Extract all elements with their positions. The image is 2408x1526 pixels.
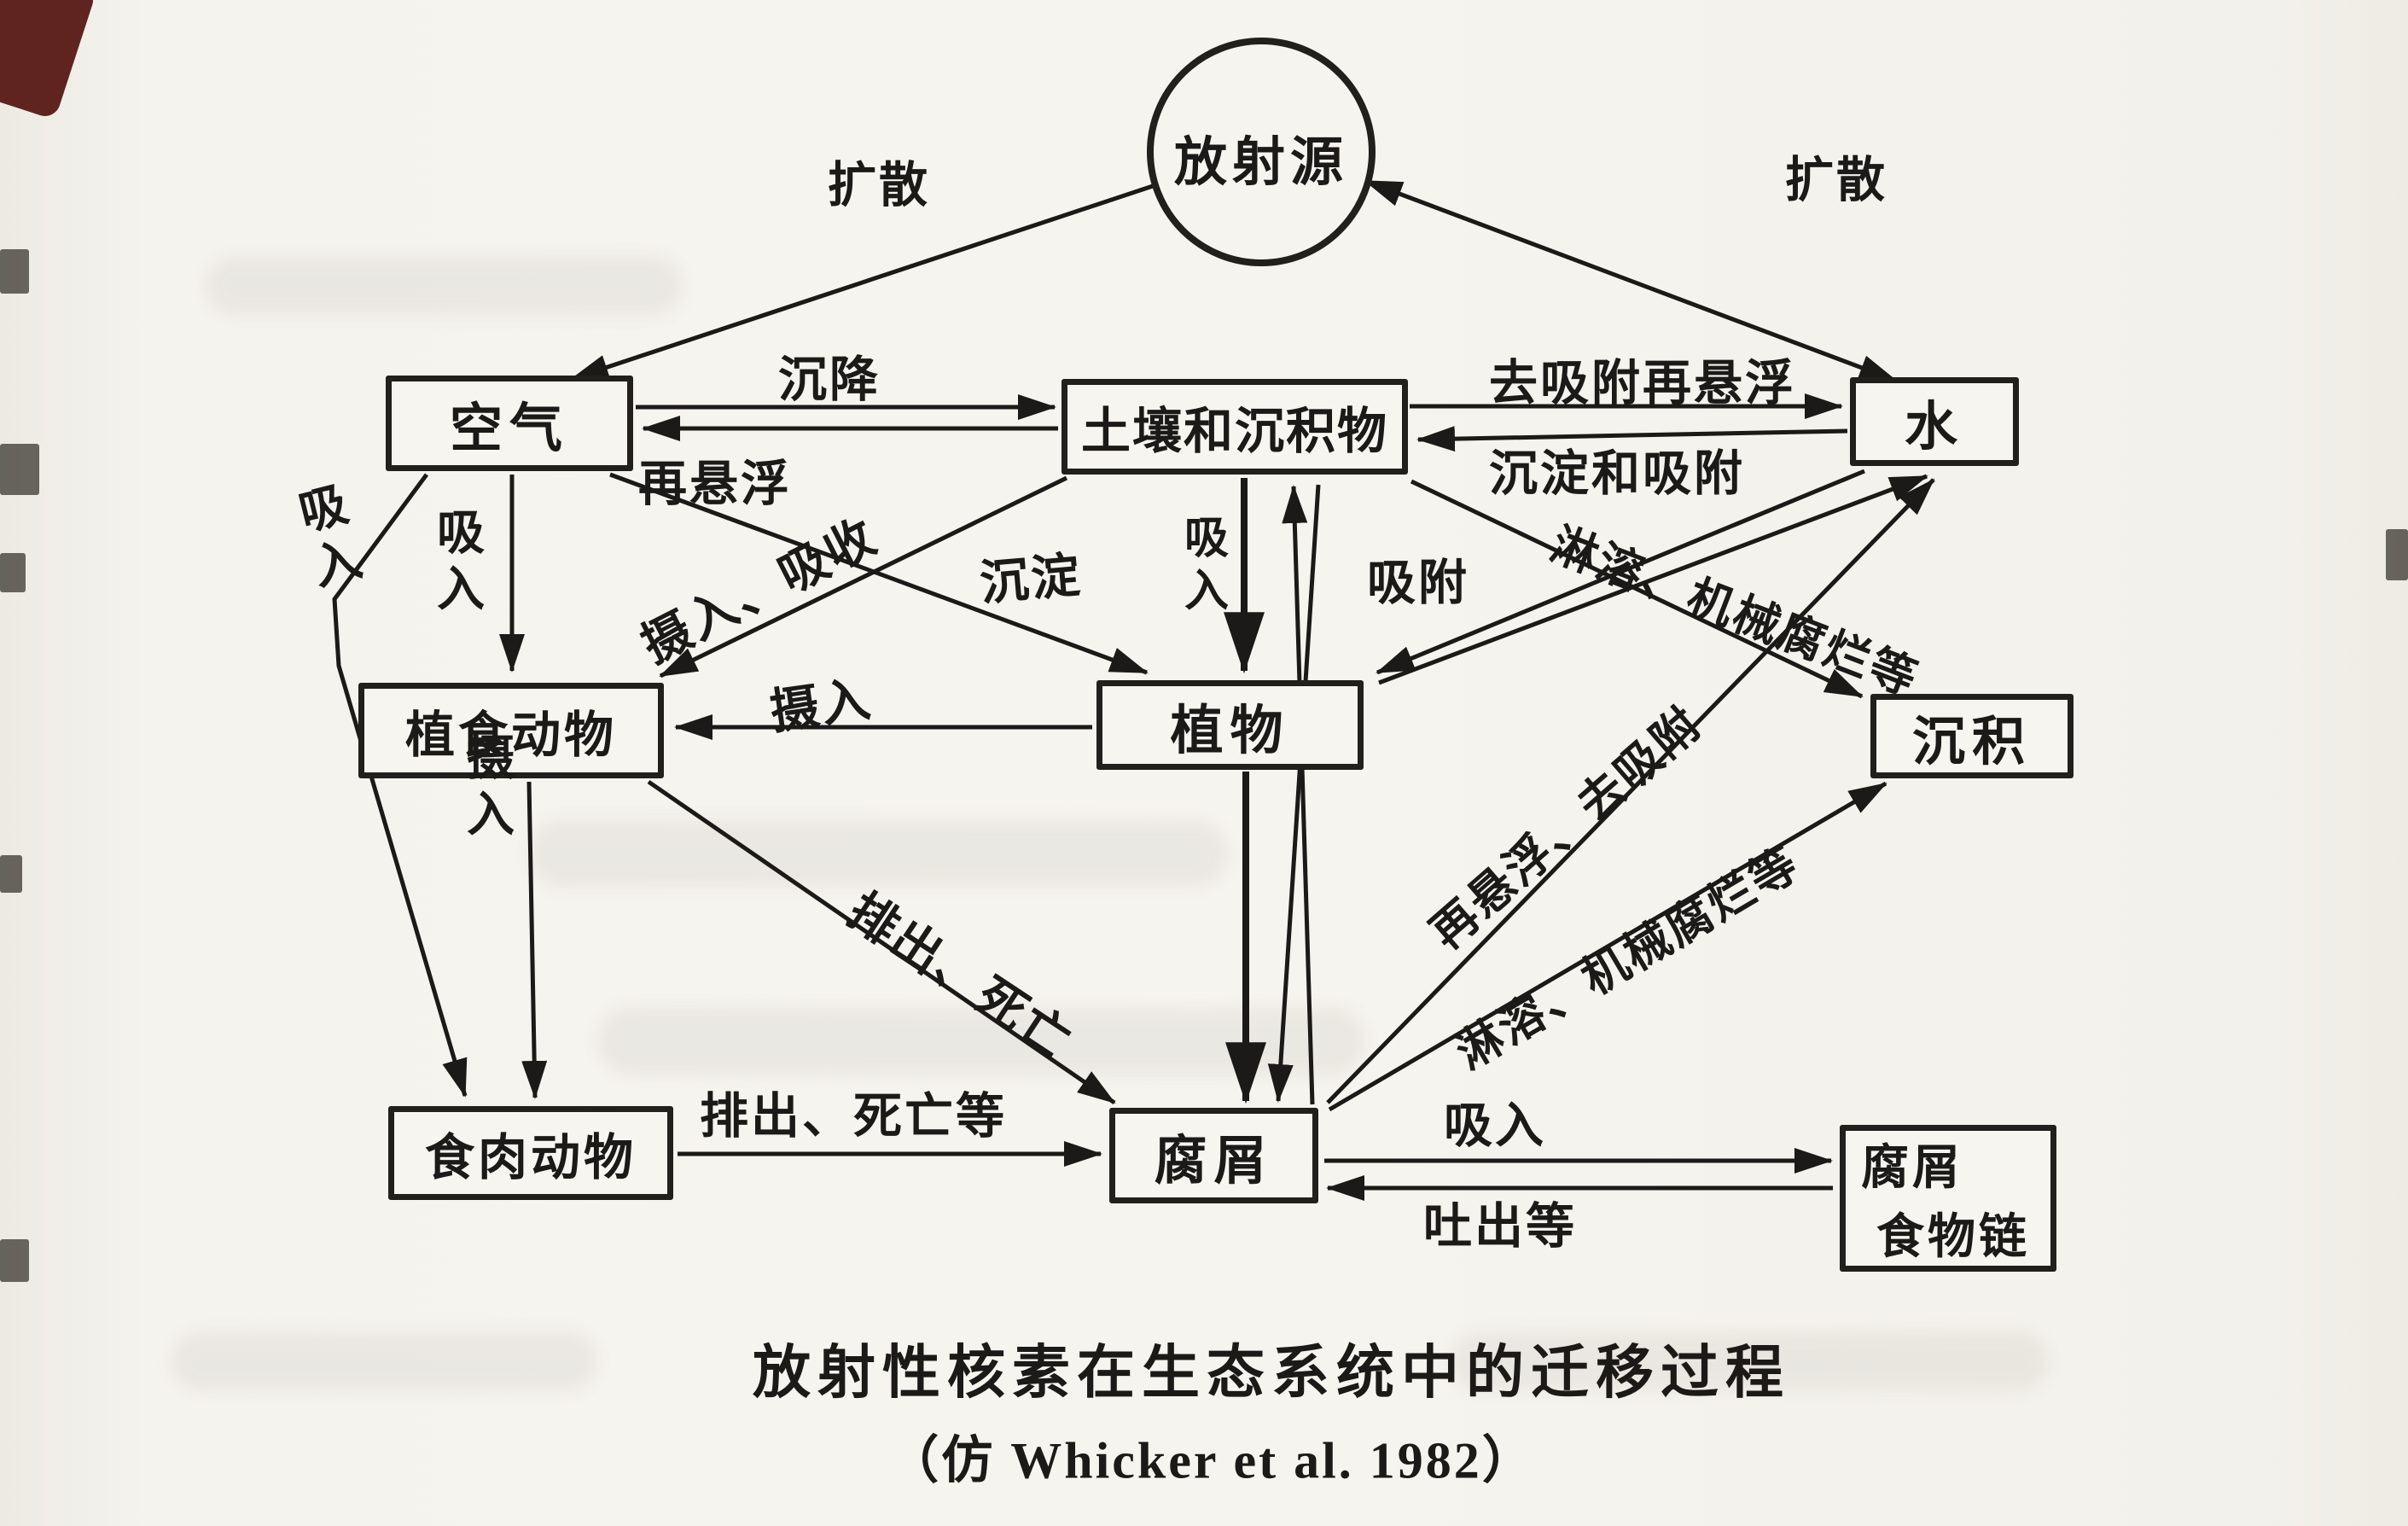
edge-soil-detritus <box>1267 484 1321 1103</box>
label-uptake-soil-plant: 吸入 <box>1177 514 1226 620</box>
node-detritus-food-chain: 腐屑 食物链 <box>1840 1125 2056 1272</box>
edge-diffusion-source-water <box>1364 178 1898 383</box>
edge-ingestion-herbivore-carnivore <box>521 781 548 1099</box>
edge-plant-water <box>1378 474 1928 685</box>
label-egestion-etc: 吐出等 <box>1423 1200 1577 1254</box>
scan-bleedthrough <box>205 256 683 316</box>
edge-leach-soil-sediment <box>1410 479 1864 699</box>
edge-precipitation-air-plant <box>609 472 1149 675</box>
detritus-food-chain-line2: 食物链 <box>1876 1211 2030 1264</box>
edge-ingestion-absorption-soil-herbivore <box>659 475 1068 679</box>
edge-inhalation-air-carnivore <box>332 473 468 1098</box>
node-detritus: 腐屑 <box>1109 1108 1318 1203</box>
scan-bleedthrough <box>529 819 1229 888</box>
node-herbivores: 植食动物 <box>358 683 664 778</box>
label-sedimentation-adsorption: 沉淀和吸附 <box>1489 447 1745 501</box>
label-diffusion-right: 扩散 <box>1785 154 1887 207</box>
edge-leach-detritus-sediment <box>1328 781 1887 1112</box>
node-plants: 植物 <box>1096 680 1364 770</box>
edge-excretion-death-herbivore-detritus <box>647 779 1116 1105</box>
edge-diffusion-source-air <box>570 181 1161 382</box>
label-resuspension: 再悬浮 <box>638 457 792 511</box>
label-inhalation-herbivore: 吸入 <box>429 507 483 620</box>
scan-bleedthrough <box>171 1331 597 1391</box>
scan-edge-fragment <box>0 855 22 893</box>
node-radiation-source-label: 放射源 <box>1173 134 1349 192</box>
scan-edge-fragment <box>0 553 26 592</box>
label-adsorption: 吸附 <box>1367 556 1469 610</box>
scan-edge-fragment <box>0 249 29 294</box>
edge-detritus-soil <box>1282 485 1315 1105</box>
caption-title: 放射性核素在生态系统中的迁移过程 <box>752 1340 1791 1406</box>
node-sediment: 沉积 <box>1870 694 2074 778</box>
scan-bleedthrough <box>1451 1331 2048 1391</box>
scan-edge-fragment <box>2386 529 2408 580</box>
label-intake-detritus: 吸入 <box>1444 1099 1546 1153</box>
caption-source: （仿 Whicker et al. 1982） <box>887 1432 1536 1489</box>
label-ingestion-herbivore-carnivore: 摄入 <box>459 732 513 845</box>
node-air: 空气 <box>386 376 633 471</box>
label-precipitation: 沉淀 <box>977 548 1085 612</box>
label-deposition: 沉降 <box>778 353 881 407</box>
scan-edge-fragment <box>0 1239 29 1282</box>
label-ingestion-plant-herbivore: 摄入 <box>766 672 876 740</box>
node-soil-sediments: 土壤和沉积物 <box>1061 379 1408 475</box>
node-water: 水 <box>1850 377 2019 466</box>
node-radiation-source-circle <box>1147 38 1376 266</box>
label-excretion-death-etc: 排出、死亡等 <box>700 1090 1007 1144</box>
edge-resuspension-desorption-detritus-water <box>1326 478 1935 1104</box>
edge-sedimentation-adsorption-water-soil <box>1416 426 1848 452</box>
scan-edge-fragment <box>0 444 39 495</box>
node-carnivores: 食肉动物 <box>388 1106 673 1200</box>
detritus-food-chain-line1: 腐屑 <box>1861 1142 1963 1195</box>
label-desorption-resuspension: 去吸附再悬浮 <box>1489 357 1796 411</box>
edge-adsorption-water-plant <box>1376 469 1865 675</box>
label-diffusion-left: 扩散 <box>828 159 930 213</box>
